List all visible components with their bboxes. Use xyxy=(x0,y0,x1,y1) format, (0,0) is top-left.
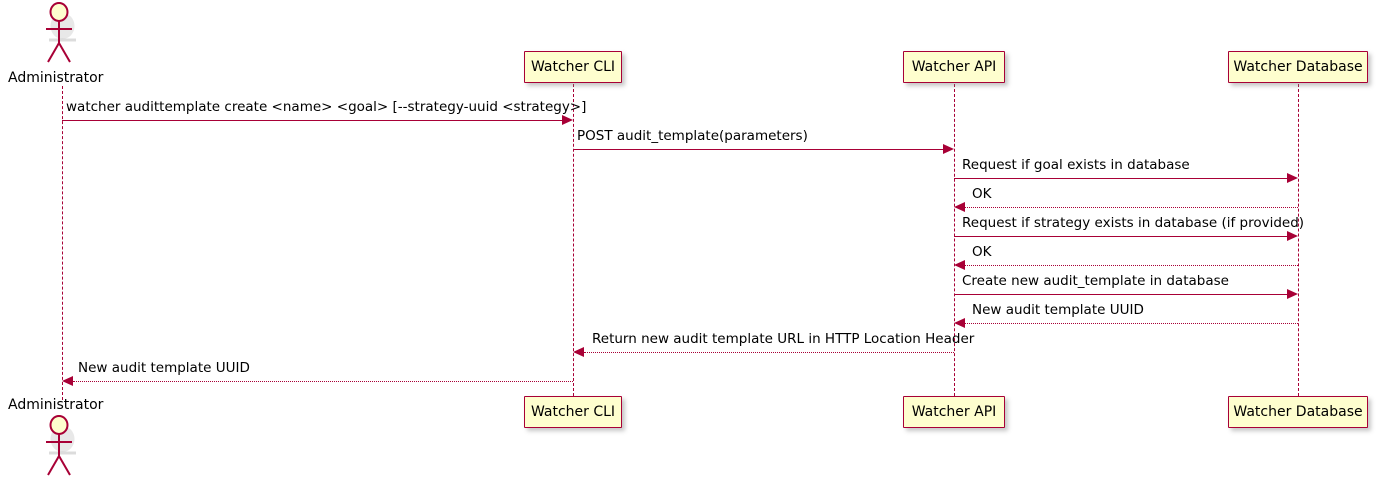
message-arrowhead-6 xyxy=(954,260,965,270)
message-line-6 xyxy=(965,265,1298,266)
actor-administrator-top xyxy=(46,2,76,63)
message-arrowhead-8 xyxy=(954,318,965,328)
message-label-8: New audit template UUID xyxy=(972,302,1144,318)
message-label-9: Return new audit template URL in HTTP Lo… xyxy=(592,331,975,347)
message-line-8 xyxy=(965,323,1298,324)
actor-leg-left-line xyxy=(47,455,60,476)
lifeline-watcher-api xyxy=(954,84,955,396)
message-label-3: Request if goal exists in database xyxy=(962,157,1190,173)
actor-label-administrator-bottom: Administrator xyxy=(8,397,104,413)
message-line-5 xyxy=(954,236,1287,237)
message-arrowhead-3 xyxy=(1287,173,1298,183)
actor-leg-right-line xyxy=(58,42,71,63)
actor-head-icon xyxy=(49,2,69,22)
message-arrowhead-10 xyxy=(62,376,73,386)
participant-box-watcher-database-top[interactable]: Watcher Database xyxy=(1228,51,1368,83)
message-line-4 xyxy=(965,207,1298,208)
participant-box-watcher-database-bottom[interactable]: Watcher Database xyxy=(1228,396,1368,428)
message-label-5: Request if strategy exists in database (… xyxy=(962,215,1305,231)
message-arrowhead-5 xyxy=(1287,231,1298,241)
message-label-2: POST audit_template(parameters) xyxy=(577,128,808,144)
message-line-9 xyxy=(584,352,954,353)
actor-leg-right-line xyxy=(58,455,71,476)
participant-box-watcher-cli-top[interactable]: Watcher CLI xyxy=(524,51,622,83)
message-label-4: OK xyxy=(972,186,992,202)
actor-administrator-bottom xyxy=(46,415,76,476)
actor-head-icon xyxy=(49,415,69,435)
message-arrowhead-9 xyxy=(573,347,584,357)
lifeline-watcher-cli xyxy=(573,84,574,396)
actor-label-administrator-top: Administrator xyxy=(8,70,104,86)
message-label-7: Create new audit_template in database xyxy=(962,273,1229,289)
actor-leg-left-line xyxy=(47,42,60,63)
message-line-1 xyxy=(62,120,562,121)
message-line-7 xyxy=(954,294,1287,295)
message-line-3 xyxy=(954,178,1287,179)
message-arrowhead-7 xyxy=(1287,289,1298,299)
message-label-6: OK xyxy=(972,244,992,260)
message-line-2 xyxy=(573,149,943,150)
message-label-10: New audit template UUID xyxy=(78,360,250,376)
participant-box-watcher-api-bottom[interactable]: Watcher API xyxy=(903,396,1005,428)
message-arrowhead-4 xyxy=(954,202,965,212)
message-arrowhead-1 xyxy=(562,115,573,125)
message-line-10 xyxy=(73,381,573,382)
participant-box-watcher-api-top[interactable]: Watcher API xyxy=(903,51,1005,83)
lifeline-administrator xyxy=(62,86,63,400)
lifeline-watcher-database xyxy=(1298,84,1299,396)
message-label-1: watcher audittemplate create <name> <goa… xyxy=(66,99,587,115)
participant-box-watcher-cli-bottom[interactable]: Watcher CLI xyxy=(524,396,622,428)
message-arrowhead-2 xyxy=(943,144,954,154)
